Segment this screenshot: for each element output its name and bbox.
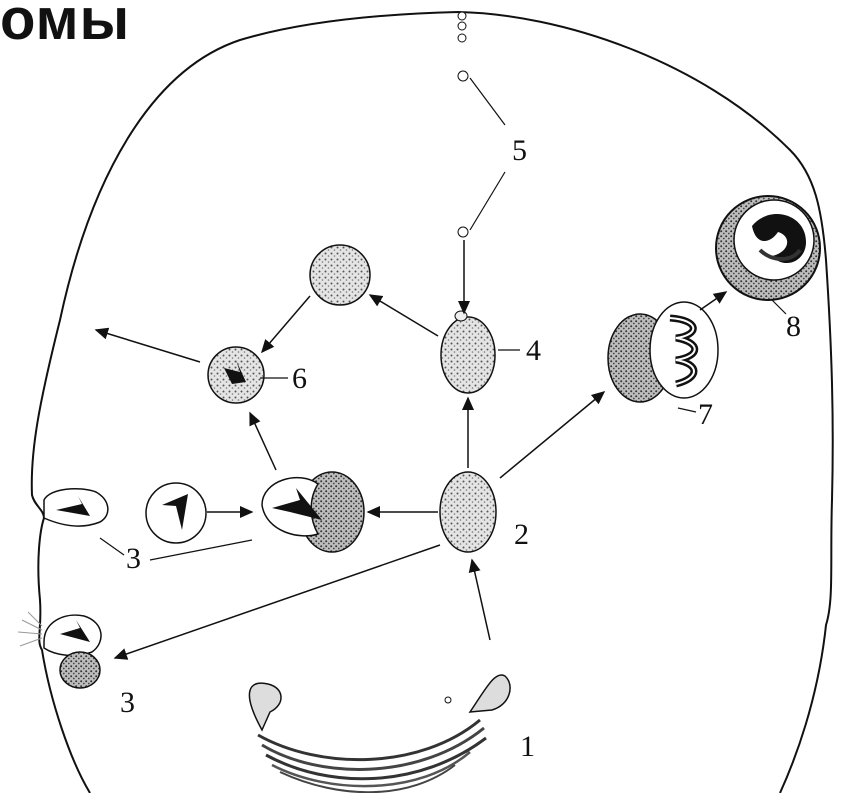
phagosome-3-free [146,483,206,543]
exocytosis-vesicles-5 [458,12,468,237]
vesicle-4 [441,317,495,393]
primary-lysosome-2 [440,472,496,552]
callout-5: 5 [512,134,527,167]
vesicle-6 [208,347,264,403]
phagosome-3-lower [18,612,101,688]
callout-8: 8 [786,310,801,343]
callout-2: 2 [514,518,529,551]
callout-3-upper: 3 [126,542,141,575]
callout-4: 4 [526,334,541,367]
vesicle-upper [310,245,370,305]
phagolysosome-fusion [262,472,364,552]
phagosome-3-membrane [44,489,108,526]
process-arrows [96,240,726,658]
golgi-apparatus [249,675,510,792]
residual-body-8 [716,196,820,300]
title-fragment: омы [0,0,130,53]
callout-7: 7 [698,398,713,431]
callout-6: 6 [292,362,307,395]
callout-1: 1 [520,730,535,763]
callout-3-lower: 3 [120,686,135,719]
autophagolysosome-7 [608,302,718,402]
